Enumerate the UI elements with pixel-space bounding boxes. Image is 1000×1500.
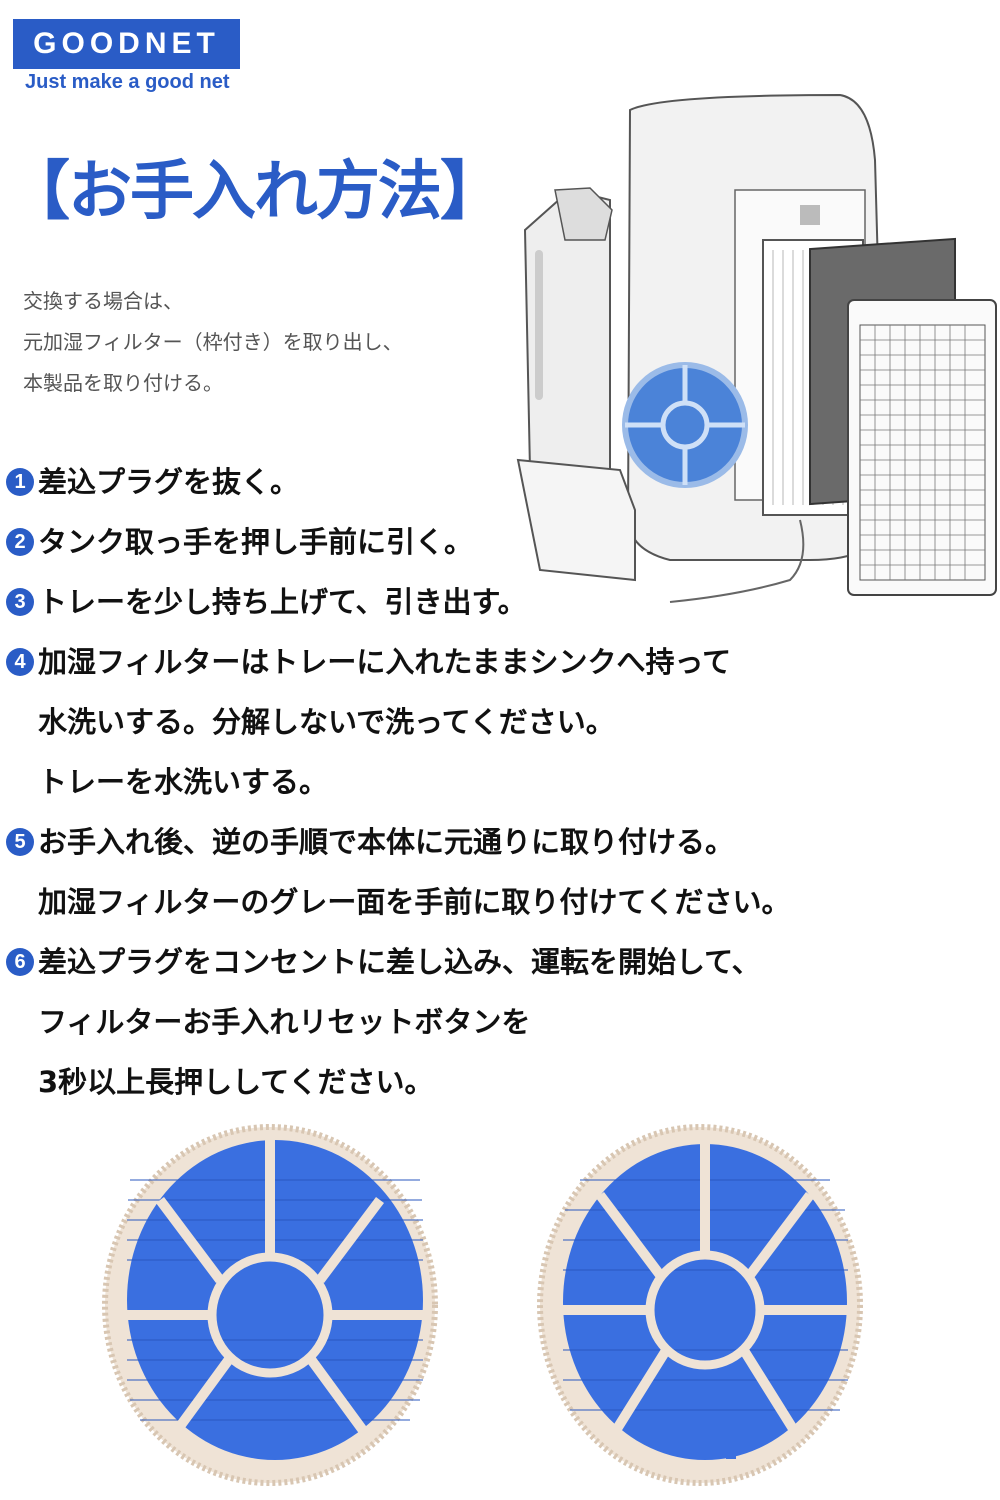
step-text: 水洗いする。分解しないで洗ってください。 bbox=[38, 705, 615, 739]
intro-text: 交換する場合は、 元加湿フィルター（枠付き）を取り出し、 本製品を取り付ける。 bbox=[23, 281, 403, 404]
step-number-badge: 1 bbox=[6, 468, 34, 496]
filter-photo-back bbox=[537, 1124, 863, 1486]
step-text: 加湿フィルターはトレーに入れたままシンクへ持って bbox=[38, 645, 732, 679]
step-text: お手入れ後、逆の手順で本体に元通りに取り付ける。 bbox=[38, 825, 735, 859]
step-text: 加湿フィルターのグレー面を手前に取り付けてください。 bbox=[38, 885, 791, 919]
step-number-badge: 5 bbox=[6, 828, 34, 856]
step-line: フィルターお手入れリセットボタンを bbox=[6, 992, 906, 1052]
filter-photo-front bbox=[102, 1124, 438, 1486]
brand-tagline: Just make a good net bbox=[25, 71, 230, 93]
step-line: 3秒以上長押ししてください。 bbox=[6, 1052, 906, 1112]
step-text: フィルターお手入れリセットボタンを bbox=[38, 1005, 531, 1039]
page-title: 【お手入れ方法】 bbox=[6, 155, 504, 229]
step-line: 加湿フィルターのグレー面を手前に取り付けてください。 bbox=[6, 872, 906, 932]
intro-line: 元加湿フィルター（枠付き）を取り出し、 bbox=[23, 330, 403, 354]
step-text: トレーを水洗いする。 bbox=[38, 765, 329, 799]
step-number-badge: 2 bbox=[6, 528, 34, 556]
step-number-badge: 6 bbox=[6, 948, 34, 976]
step-line: トレーを水洗いする。 bbox=[6, 752, 906, 812]
step-number-badge: 3 bbox=[6, 588, 34, 616]
intro-line: 本製品を取り付ける。 bbox=[23, 371, 223, 395]
step-text: 差込プラグをコンセントに差し込み、運転を開始して、 bbox=[38, 945, 761, 979]
step-text: タンク取っ手を押し手前に引く。 bbox=[38, 525, 474, 559]
step-text: 3秒以上長押ししてください。 bbox=[38, 1065, 434, 1099]
step-number-badge: 4 bbox=[6, 648, 34, 676]
air-purifier-illustration bbox=[516, 93, 997, 603]
step-text: 差込プラグを抜く。 bbox=[38, 465, 300, 499]
step-line: 水洗いする。分解しないで洗ってください。 bbox=[6, 692, 906, 752]
brand-logo: GOODNET bbox=[13, 19, 240, 69]
step-text: トレーを少し持ち上げて、引き出す。 bbox=[38, 585, 527, 619]
intro-line: 交換する場合は、 bbox=[23, 289, 183, 313]
